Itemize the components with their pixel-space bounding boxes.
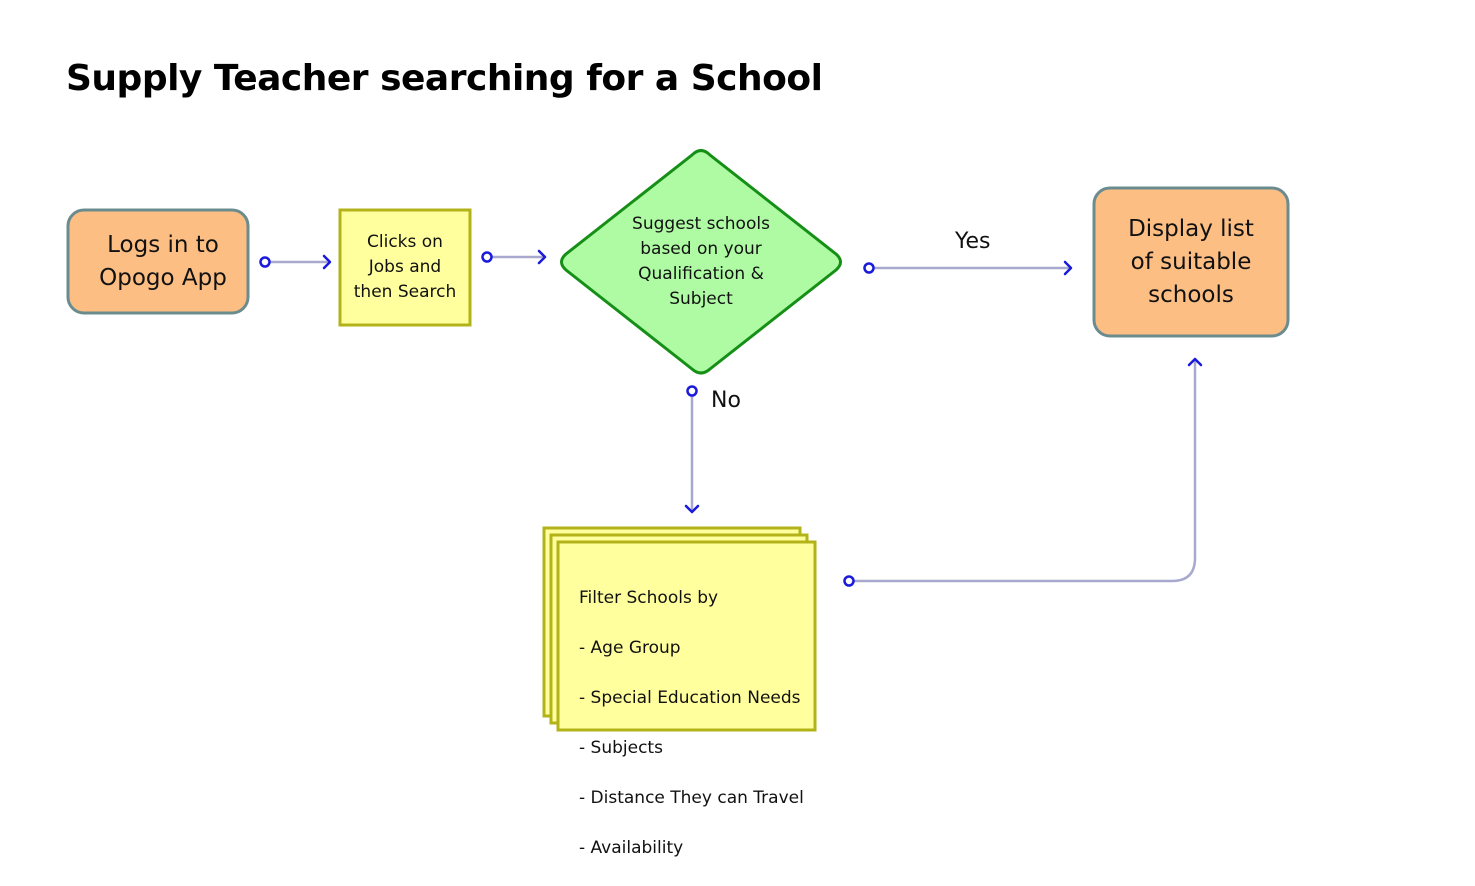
filter-node-shape[interactable]	[542, 526, 817, 732]
search-node-shape[interactable]	[338, 208, 472, 327]
suggest-decision-shape[interactable]	[560, 149, 842, 375]
connector-search-to-decision[interactable]	[481, 249, 547, 265]
display-node-shape[interactable]	[1092, 186, 1290, 338]
connector-login-to-search[interactable]	[259, 254, 332, 270]
filter-item-availability: - Availability	[579, 838, 684, 858]
no-edge-label: No	[711, 388, 741, 413]
arrowhead-icon	[1187, 357, 1203, 367]
display-node-label: Display list of suitable schools	[1128, 215, 1254, 308]
filter-item-subjects: - Subjects	[579, 738, 663, 758]
filter-item-distance: - Distance They can Travel	[579, 788, 804, 808]
flowchart-canvas	[66, 149, 1290, 732]
login-node-label: Logs in to Opogo App	[99, 231, 227, 291]
arrowhead-icon	[684, 504, 700, 514]
connector-no-to-filter[interactable]	[684, 385, 700, 514]
filter-node-label: Filter Schools by - Age Group - Special …	[579, 561, 804, 886]
connector-start-dot	[843, 575, 855, 587]
login-node-shape[interactable]	[66, 208, 250, 315]
arrowhead-icon	[537, 249, 547, 265]
filter-item-age-group: - Age Group	[579, 638, 681, 658]
filter-heading: Filter Schools by	[579, 588, 719, 608]
connector-start-dot	[686, 385, 698, 397]
yes-edge-label: Yes	[955, 229, 991, 254]
connector-filter-to-display[interactable]	[843, 357, 1203, 587]
connector-start-dot	[863, 262, 875, 274]
arrowhead-icon	[322, 254, 332, 270]
page-title: Supply Teacher searching for a School	[66, 58, 823, 99]
connector-start-dot	[481, 251, 493, 263]
arrowhead-icon	[1063, 260, 1073, 276]
connector-start-dot	[259, 256, 271, 268]
suggest-decision-label: Suggest schools based on your Qualificat…	[632, 214, 770, 309]
filter-stack-front	[556, 540, 817, 732]
filter-item-special-education-needs: - Special Education Needs	[579, 688, 801, 708]
search-node-label: Clicks on Jobs and then Search	[353, 232, 457, 302]
connector-yes-to-display[interactable]	[863, 260, 1073, 276]
